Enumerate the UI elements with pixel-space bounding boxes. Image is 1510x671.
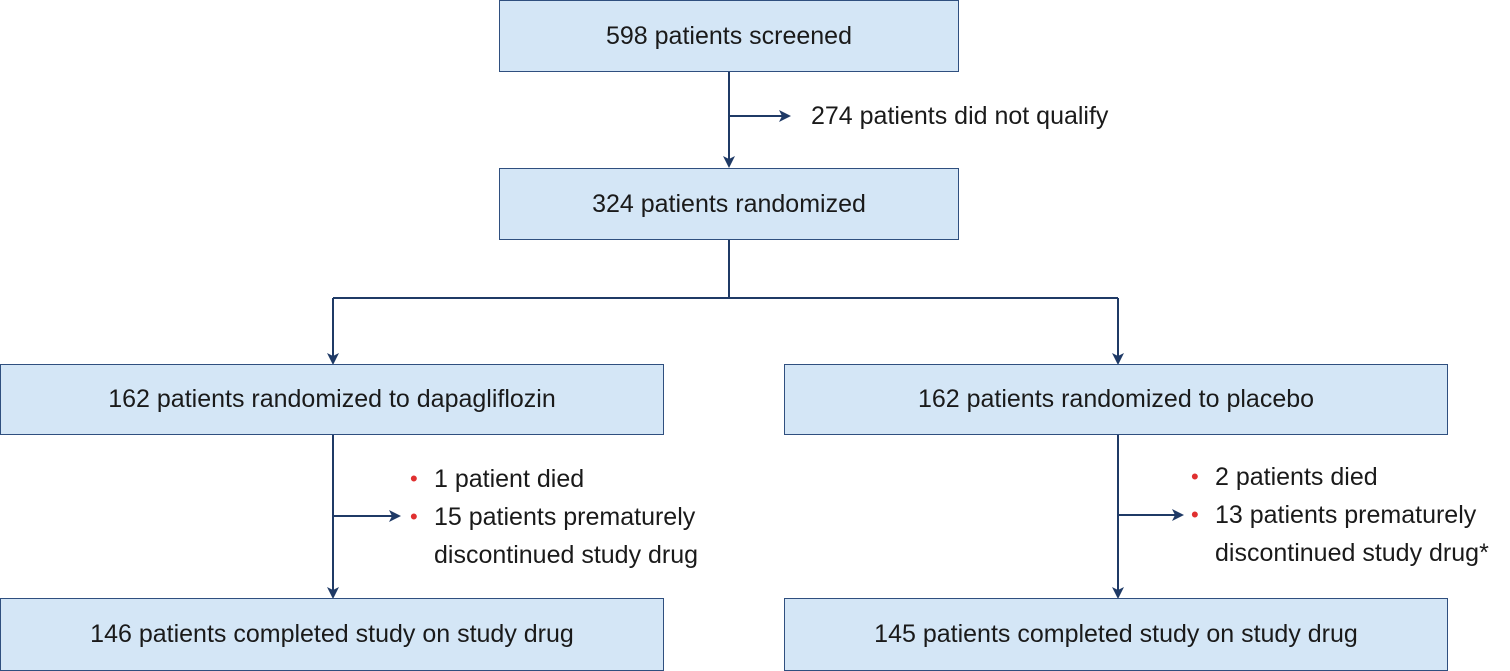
bullet-icon: • (410, 466, 418, 491)
exclusion-item: • 13 patients prematurely (1189, 496, 1489, 534)
dapagliflozin-completed-label: 146 patients completed study on study dr… (90, 620, 574, 648)
bullet-icon: • (1191, 502, 1199, 527)
placebo-arm-box: 162 patients randomized to placebo (784, 364, 1448, 435)
dapagliflozin-arm-box: 162 patients randomized to dapagliflozin (0, 364, 664, 435)
exclusion-item: • 15 patients prematurely (408, 498, 698, 536)
exclusion-item: • 2 patients died (1189, 458, 1489, 496)
exclusion-text: discontinued study drug* (1215, 539, 1489, 567)
placebo-arm-label: 162 patients randomized to placebo (917, 385, 1315, 413)
placebo-completed-box: 145 patients completed study on study dr… (784, 598, 1448, 671)
dapagliflozin-completed-box: 146 patients completed study on study dr… (0, 598, 664, 671)
exclusion-text: 13 patients prematurely (1215, 501, 1477, 529)
screened-box: 598 patients screened (499, 0, 959, 72)
exclusion-item: • 1 patient died (408, 460, 698, 498)
exclusion-text: 15 patients prematurely (434, 503, 696, 531)
exclusion-text: 1 patient died (434, 465, 585, 493)
exclusion-item-continued: discontinued study drug* (1189, 534, 1489, 572)
dapagliflozin-arm-label: 162 patients randomized to dapagliflozin (108, 385, 556, 413)
placebo-completed-label: 145 patients completed study on study dr… (874, 620, 1358, 648)
bullet-icon: • (1191, 464, 1199, 489)
randomized-box: 324 patients randomized (499, 168, 959, 240)
exclusion-text: 2 patients died (1215, 463, 1378, 491)
not-qualified-note: 274 patients did not qualify (811, 102, 1109, 130)
exclusion-item-continued: discontinued study drug (408, 536, 698, 574)
placebo-exclusions: • 2 patients died • 13 patients prematur… (1189, 458, 1489, 572)
bullet-icon: • (410, 504, 418, 529)
screened-label: 598 patients screened (605, 21, 852, 50)
randomized-label: 324 patients randomized (592, 189, 866, 218)
exclusion-text: discontinued study drug (434, 541, 699, 569)
dapagliflozin-exclusions: • 1 patient died • 15 patients premature… (408, 460, 698, 574)
